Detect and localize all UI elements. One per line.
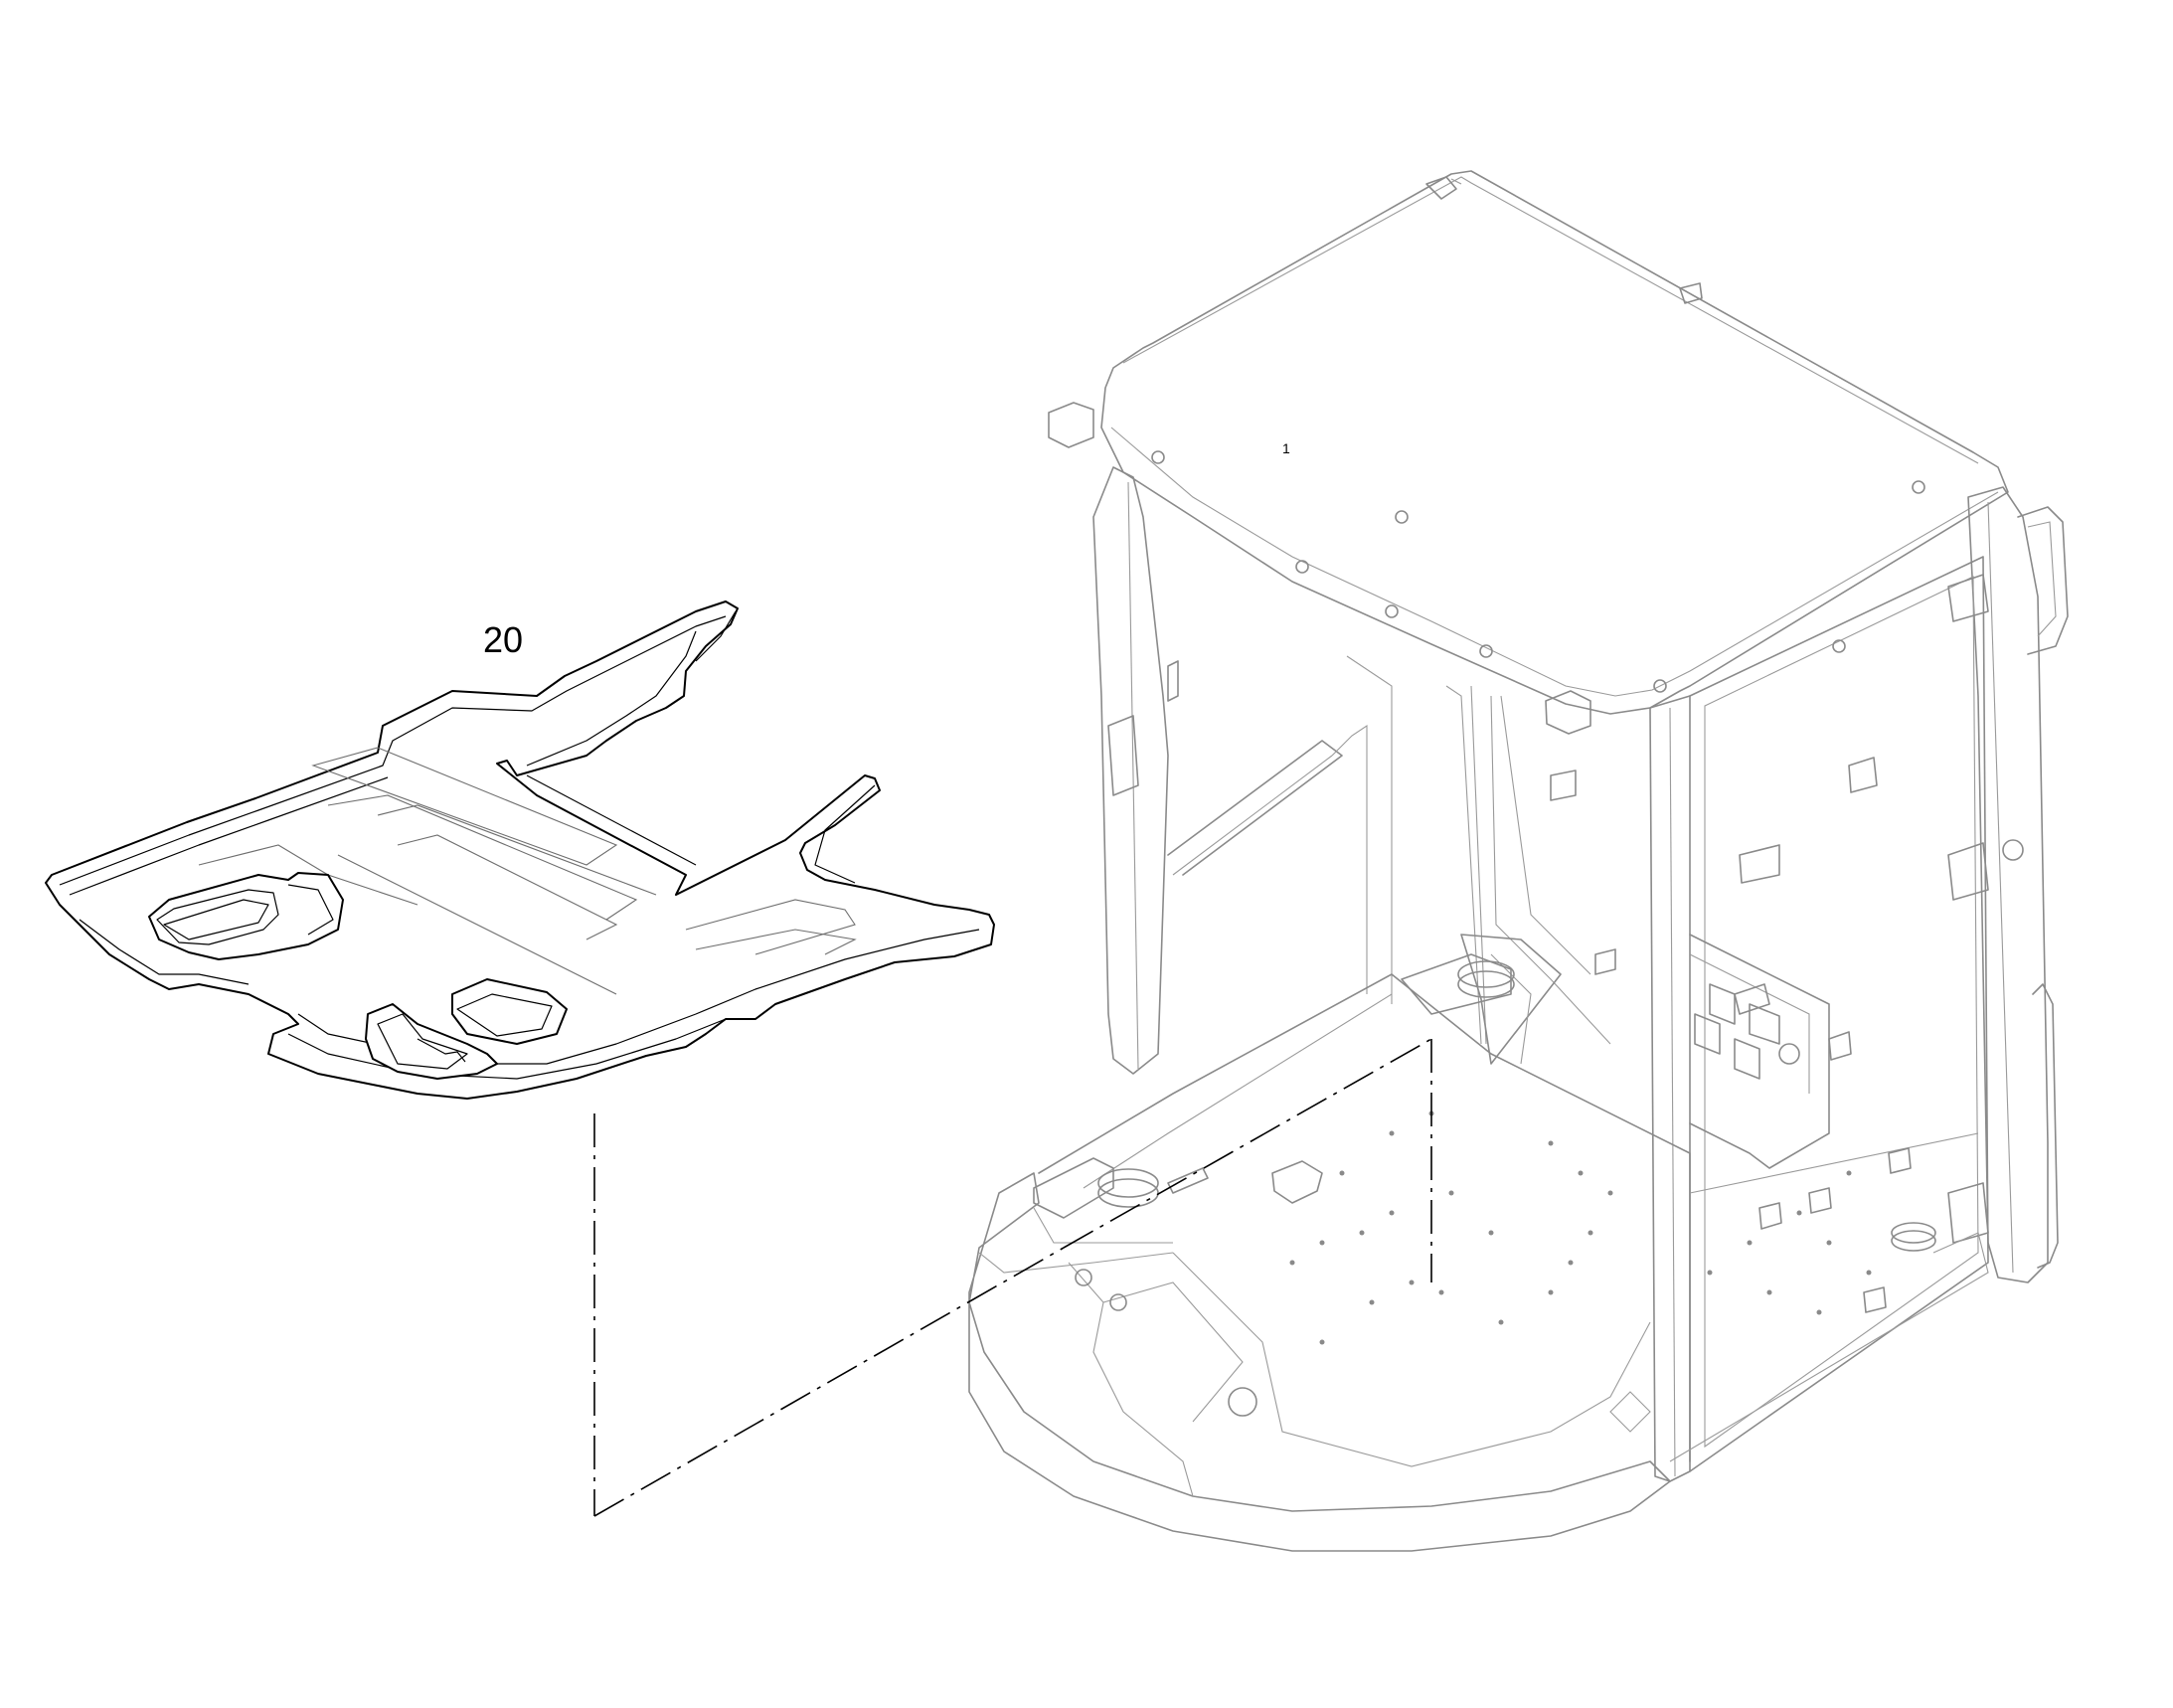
floor-holes	[1289, 1110, 1872, 1345]
assembly-leaders	[593, 1038, 1432, 1517]
cab-frame	[968, 170, 2069, 1552]
cab-floor	[1038, 973, 1691, 1462]
floor-mat-outline	[45, 600, 995, 1100]
cab-base	[968, 1172, 1671, 1552]
door-frame	[1689, 556, 1989, 1472]
floor-mat-part-20	[45, 600, 995, 1100]
pedal-pad-right	[451, 978, 568, 1045]
cab-roof	[1100, 170, 2009, 715]
leader-diagonal	[593, 1247, 1065, 1517]
grab-handle-upper	[2017, 506, 2069, 655]
side-console	[1689, 934, 1830, 1169]
rear-right-pillar	[1967, 486, 2049, 1283]
callout-1: 1	[1282, 440, 1290, 456]
front-left-pillar	[1092, 466, 1169, 1075]
callout-20: 20	[483, 619, 524, 660]
grab-handle-lower	[2032, 983, 2059, 1269]
front-right-pillar	[1649, 695, 1691, 1482]
leader-diagonal-upper	[1063, 1038, 1432, 1249]
